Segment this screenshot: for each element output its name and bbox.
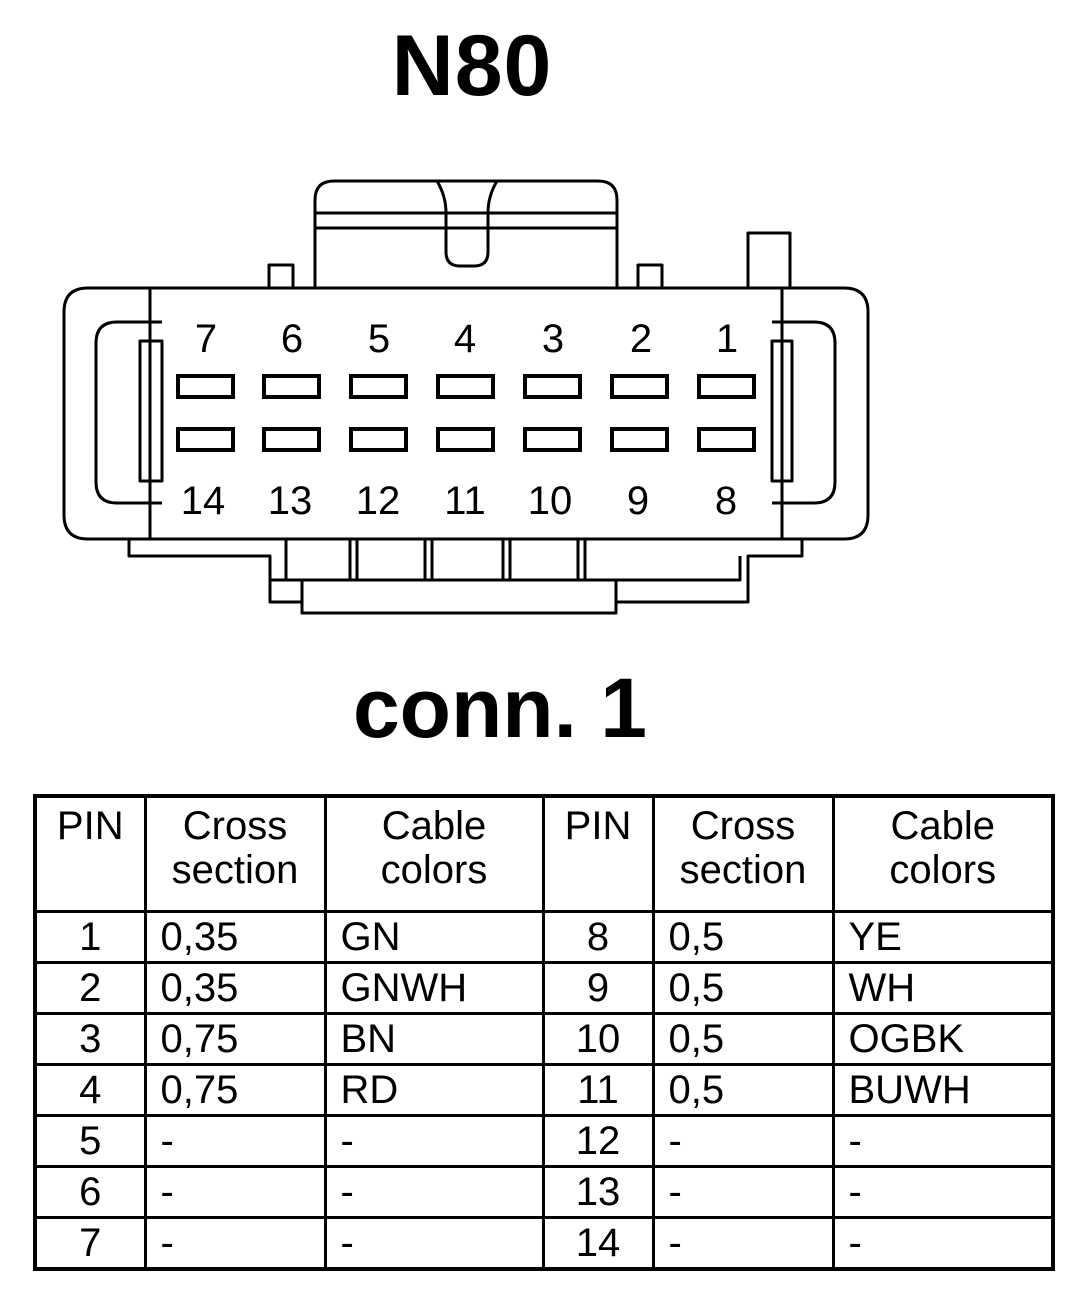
pin-slot-top (697, 374, 756, 399)
pin-number-bottom: 12 (356, 479, 401, 523)
cell-cross-section: - (651, 1114, 835, 1168)
table-row: 6--13-- (33, 1165, 1055, 1219)
cell-cross-section: 0,35 (143, 961, 327, 1015)
cell-cross-section: 0,75 (143, 1012, 327, 1066)
connector-body (62, 286, 870, 541)
connector-skirt (127, 539, 804, 615)
cell-cross-section: - (651, 1216, 835, 1271)
left-clip (94, 320, 162, 505)
pin-number-bottom: 14 (181, 479, 226, 523)
pin-number-bottom: 8 (715, 479, 737, 523)
connector-drawing: 7 6 5 4 3 2 1 14 13 12 11 10 9 8 (62, 179, 870, 615)
pin-slot-top (262, 374, 321, 399)
cell-cable-color: YE (831, 910, 1055, 964)
cell-pin: 10 (541, 1012, 655, 1066)
cell-cross-section: 0,5 (651, 1012, 835, 1066)
cell-cable-color: BN (323, 1012, 545, 1066)
cell-pin: 11 (541, 1063, 655, 1117)
pin-number-top: 1 (716, 317, 738, 361)
pin-slot-bottom (436, 427, 495, 452)
pin-slot-top (349, 374, 408, 399)
cell-cross-section: 0,35 (143, 910, 327, 964)
cell-cable-color: WH (831, 961, 1055, 1015)
cell-cross-section: 0,5 (651, 910, 835, 964)
cell-cross-section: - (651, 1165, 835, 1219)
cell-cable-color: OGBK (831, 1012, 1055, 1066)
connector-post (636, 263, 664, 290)
pin-slot-bottom (176, 427, 235, 452)
cell-cross-section: - (143, 1114, 327, 1168)
cell-cable-color: RD (323, 1063, 545, 1117)
cell-cross-section: - (143, 1165, 327, 1219)
cell-cable-color: - (831, 1216, 1055, 1271)
pin-number-top: 4 (454, 317, 476, 361)
pin-slot-top (610, 374, 669, 399)
cell-cable-color: GN (323, 910, 545, 964)
cell-pin: 3 (33, 1012, 147, 1066)
connector-post (746, 231, 792, 290)
cell-cross-section: 0,5 (651, 961, 835, 1015)
connector-post (267, 263, 295, 290)
cell-pin: 9 (541, 961, 655, 1015)
pin-slot-bottom (349, 427, 408, 452)
cell-cross-section: 0,75 (143, 1063, 327, 1117)
cell-cable-color: GNWH (323, 961, 545, 1015)
cell-cable-color: - (831, 1165, 1055, 1219)
table-row: 7--14-- (33, 1216, 1055, 1271)
pin-number-bottom: 11 (444, 479, 486, 523)
pin-number-bottom: 9 (627, 479, 649, 523)
cell-pin: 8 (541, 910, 655, 964)
cell-pin: 14 (541, 1216, 655, 1271)
cell-cable-color: BUWH (831, 1063, 1055, 1117)
cell-pin: 13 (541, 1165, 655, 1219)
pin-slot-bottom (262, 427, 321, 452)
cell-cross-section: 0,5 (651, 1063, 835, 1117)
pin-slot-top (523, 374, 582, 399)
cell-cross-section: - (143, 1216, 327, 1271)
cell-pin: 1 (33, 910, 147, 964)
pin-number-bottom: 10 (528, 479, 573, 523)
pin-number-top: 6 (281, 317, 303, 361)
pin-slot-top (176, 374, 235, 399)
connector-latch (313, 179, 619, 288)
table-row: 5--12-- (33, 1114, 1055, 1168)
header-pin: PIN (541, 794, 655, 913)
connector-label: conn. 1 (352, 661, 648, 755)
pin-number-top: 3 (542, 317, 564, 361)
cell-pin: 7 (33, 1216, 147, 1271)
cell-pin: 5 (33, 1114, 147, 1168)
cell-cable-color: - (831, 1114, 1055, 1168)
cell-pin: 4 (33, 1063, 147, 1117)
pin-slot-bottom (523, 427, 582, 452)
pin-number-top: 2 (630, 317, 652, 361)
pin-number-bottom: 13 (268, 479, 313, 523)
header-pin: PIN (33, 794, 147, 913)
pin-slot-bottom (697, 427, 756, 452)
pin-slot-top (436, 374, 495, 399)
pin-slot-bottom (610, 427, 669, 452)
cell-cable-color: - (323, 1114, 545, 1168)
pin-number-top: 5 (368, 317, 390, 361)
diagram-title: N80 (391, 18, 553, 114)
cell-cable-color: - (323, 1216, 545, 1271)
right-clip (772, 320, 837, 505)
cell-pin: 6 (33, 1165, 147, 1219)
cell-pin: 12 (541, 1114, 655, 1168)
cell-pin: 2 (33, 961, 147, 1015)
cell-cable-color: - (323, 1165, 545, 1219)
pin-number-top: 7 (195, 317, 217, 361)
